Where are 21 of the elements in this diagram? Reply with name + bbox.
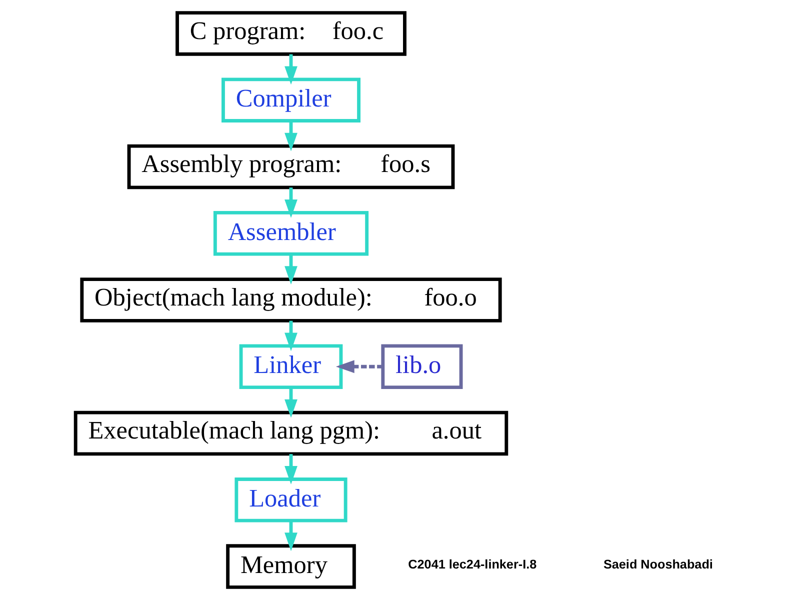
arrow <box>284 387 298 418</box>
arrow <box>284 454 298 484</box>
arrow <box>284 320 298 352</box>
node-box: Assembler <box>213 210 369 256</box>
node-box: Assembly program: foo.s <box>127 144 455 190</box>
node-box: lib.o <box>381 344 463 390</box>
arrow <box>336 360 383 374</box>
arrow <box>284 254 298 285</box>
node-box: C program: foo.c <box>176 11 406 56</box>
label: Saeid Nooshabadi <box>603 558 713 572</box>
label: C2041 lec24-linker-I.8 <box>408 558 537 572</box>
arrow <box>284 188 298 218</box>
node-box: Linker <box>239 344 343 390</box>
arrow <box>284 520 298 552</box>
node-box: Executable(mach lang pgm): a.out <box>74 410 508 456</box>
node-box: Compiler <box>222 78 360 122</box>
node-box: Loader <box>234 478 348 522</box>
arrow <box>284 120 298 152</box>
node-box: Object(mach lang module): foo.o <box>80 278 502 322</box>
arrow <box>284 54 298 85</box>
node-box: Memory <box>226 544 356 589</box>
